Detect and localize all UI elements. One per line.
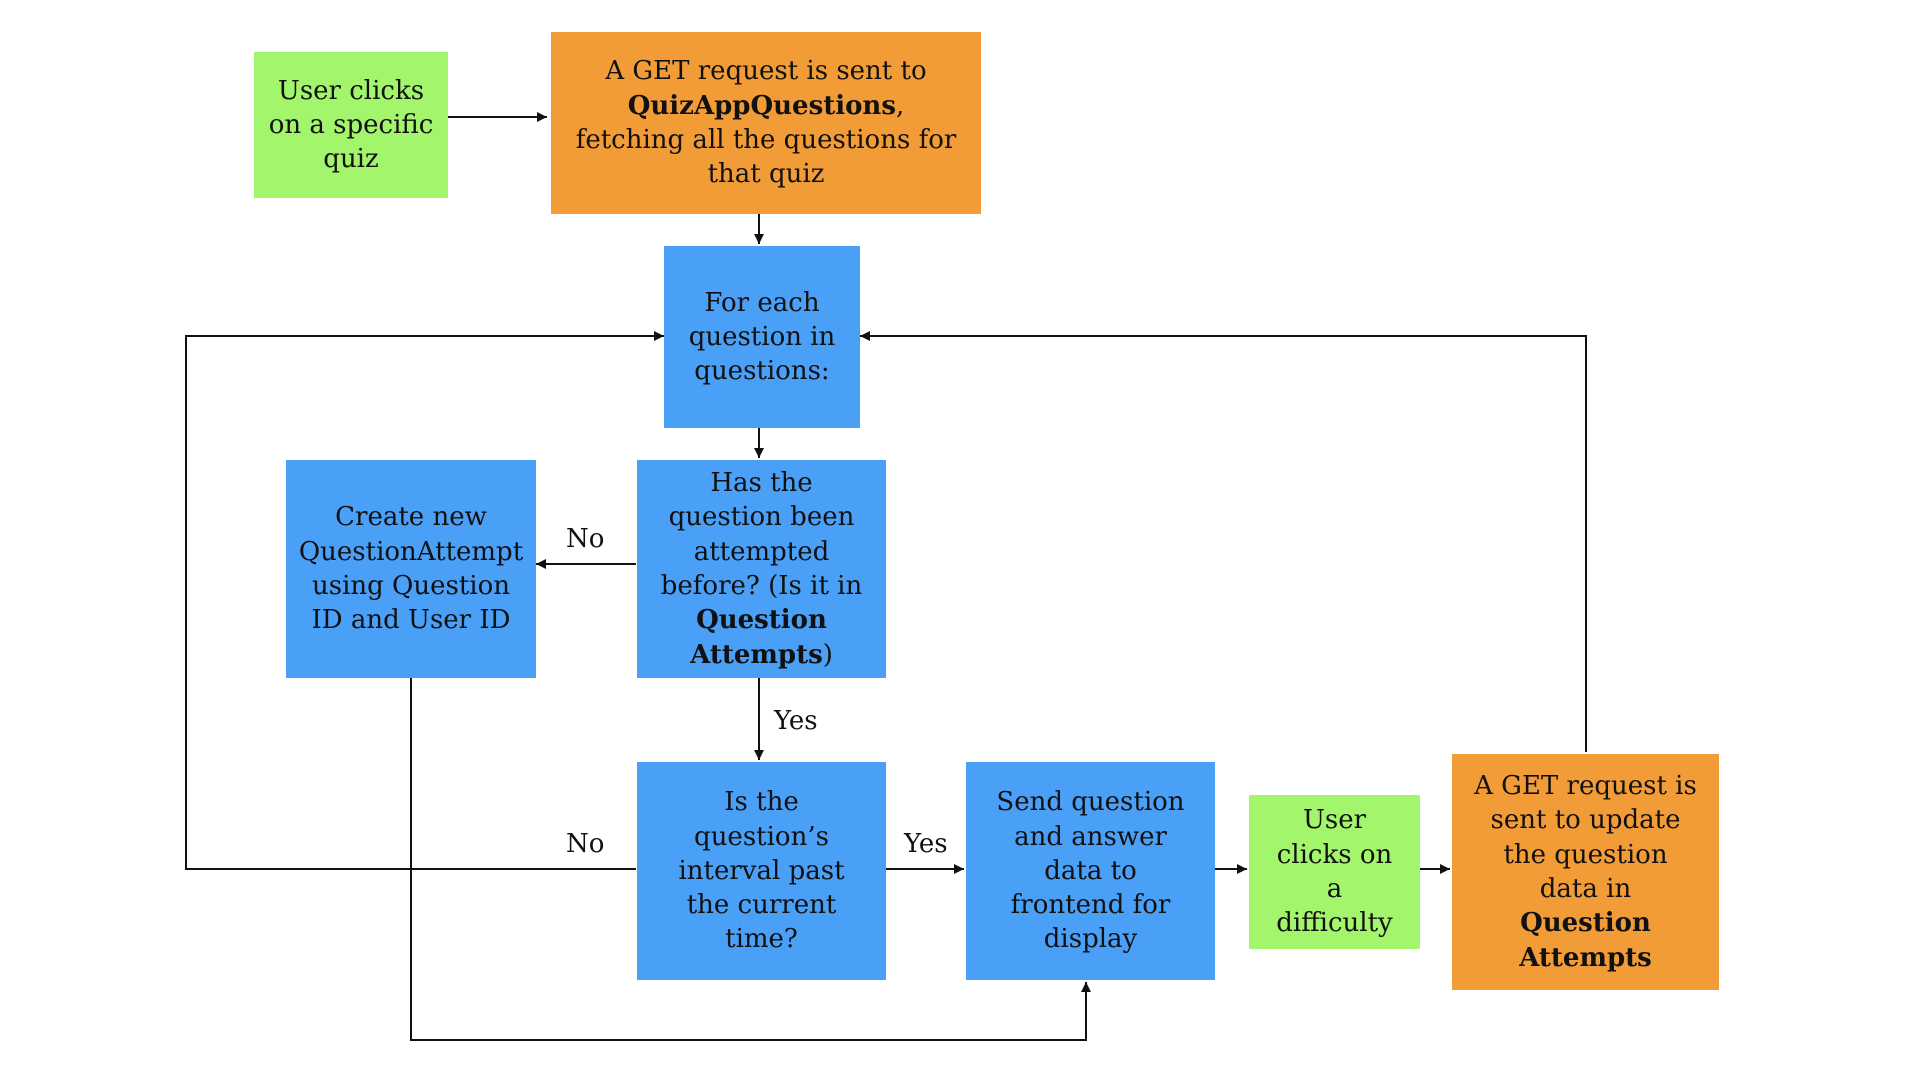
send-data-text: Send question and answer data to fronten… — [996, 787, 1185, 955]
send-data-box: Send question and answer data to fronten… — [966, 762, 1215, 980]
label-yes-interval: Yes — [904, 829, 948, 859]
question-attempts-update-name: Question Attempts — [1519, 908, 1652, 973]
arrow-create-to-send — [410, 678, 1091, 1041]
user-clicks-difficulty-box: User clicks on a difficulty — [1249, 795, 1420, 949]
get-update-box: A GET request is sent to update the ques… — [1452, 754, 1719, 990]
has-attempted-text: Has the question been attempted before? … — [653, 466, 870, 672]
arrow-update-loop-back — [860, 331, 1587, 752]
create-attempt-box: Create new QuestionAttempt using Questio… — [286, 460, 536, 678]
get-questions-comma: , — [895, 90, 905, 121]
label-no-interval: No — [566, 829, 605, 859]
get-questions-box: A GET request is sent to QuizAppQuestion… — [551, 32, 981, 214]
get-questions-line3: fetching all the questions for that quiz — [575, 125, 957, 190]
interval-check-text: Is the question’s interval past the curr… — [678, 787, 845, 955]
for-each-question-text: For each question in questions: — [688, 287, 836, 387]
create-attempt-text: Create new QuestionAttempt using Questio… — [298, 502, 524, 636]
user-clicks-difficulty-text: User clicks on a difficulty — [1276, 805, 1393, 939]
get-update-sentence: A GET request is sent to update the ques… — [1474, 771, 1697, 904]
get-questions-line1: A GET request is sent to — [605, 56, 927, 87]
label-no-create: No — [566, 524, 605, 554]
for-each-question-box: For each question in questions: — [664, 246, 860, 428]
get-questions-text: A GET request is sent to QuizAppQuestion… — [563, 54, 969, 191]
question-attempts-name: Question Attempts — [690, 605, 827, 670]
quiz-app-questions-name: QuizAppQuestions — [627, 90, 896, 121]
get-update-text: A GET request is sent to update the ques… — [1474, 769, 1697, 975]
user-clicks-quiz-box: User clicks on a specific quiz — [254, 52, 448, 198]
has-attempted-box: Has the question been attempted before? … — [637, 460, 886, 678]
label-yes-attempted: Yes — [774, 706, 818, 736]
has-attempted-question: Has the question been attempted before? … — [660, 468, 863, 601]
has-attempted-close: ) — [822, 639, 833, 670]
user-clicks-quiz-text: User clicks on a specific quiz — [268, 75, 434, 175]
interval-check-box: Is the question’s interval past the curr… — [637, 762, 886, 980]
